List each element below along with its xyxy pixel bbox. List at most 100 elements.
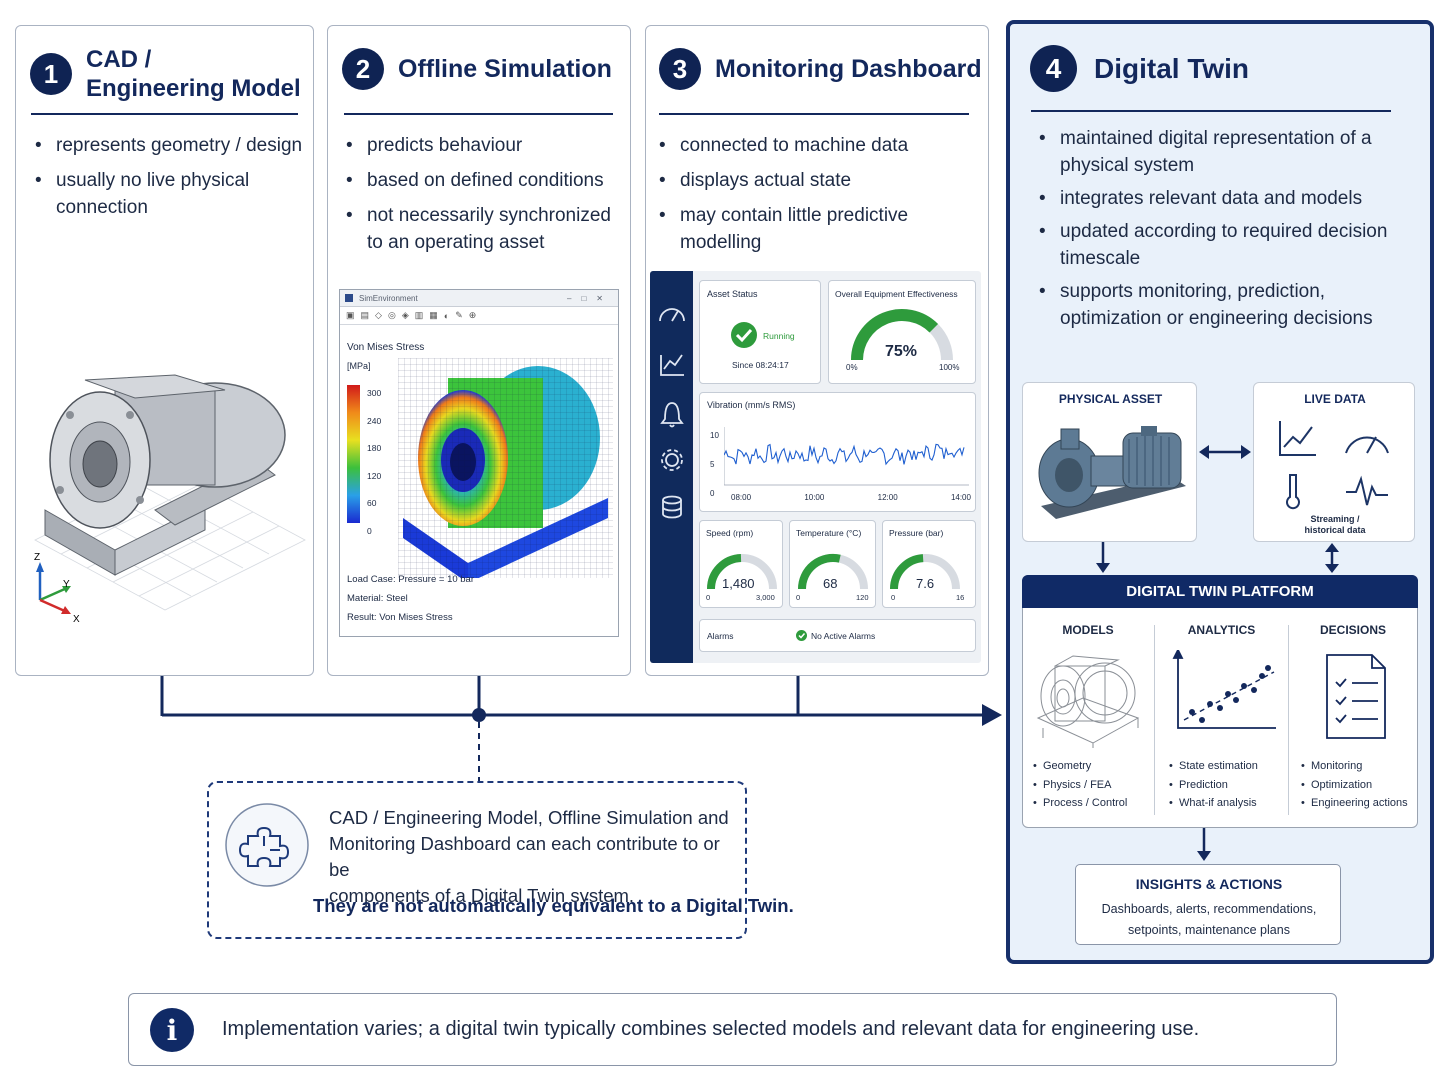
toolbar-icon[interactable]: ◐ [443,310,450,321]
pressure-gauge-fill [890,554,924,590]
waveform-icon [1346,475,1388,506]
speed-value: 1,480 [722,576,755,591]
vibration-line-chart [724,427,969,486]
sim-metadata: Load Case: Pressure = 10 bar Material: S… [347,570,474,627]
list-item: Monitoring [1298,757,1420,776]
column-divider [1154,625,1155,815]
footer-info-box: i Implementation varies; a digital twin … [128,993,1337,1066]
down-arrow [1096,542,1110,573]
bidirectional-arrow [1199,445,1251,459]
gauge-icon[interactable] [659,308,685,322]
insights-card: INSIGHTS & ACTIONS Dashboards, alerts, r… [1075,864,1341,945]
axis-y-label: Y [63,579,70,590]
list-item: updated according to required decision t… [1036,218,1416,272]
list-item: Optimization [1298,776,1420,795]
axis-x-label: X [73,614,80,625]
axis-z-label: Z [34,552,40,563]
step-number-3: 3 [659,48,701,90]
info-icon: i [150,1008,194,1052]
oee-gauge-fill [851,309,939,361]
stress-color-scale [347,385,360,523]
list-item: What-if analysis [1166,794,1290,813]
pump-illustration [1038,426,1186,519]
database-icon[interactable] [662,495,682,505]
toolbar-icon[interactable]: ▣ [346,310,355,320]
bell-icon[interactable] [660,402,684,428]
running-status: Running [763,331,795,341]
speed-gauge [707,554,777,590]
note-box: CAD / Engineering Model, Offline Simulat… [207,781,794,939]
streaming-label: Streaming / historical data [1304,514,1366,535]
list-item: usually no live physical connection [32,167,312,221]
simulation-window: SimEnvironment –□✕ ▣ ▤ ◇ ◎ ◈ ▥ ▦ ◐ ✎ ⊕ Von Mi… [339,289,619,637]
toolbar-icon[interactable]: ▤ [360,310,370,320]
dashboard-screen: Asset Status Running Since 08:24:17 Over… [650,271,981,663]
check-circle-icon [796,630,807,641]
toolbar-icon[interactable]: ✎ [455,310,463,320]
list-item: integrates relevant data and models [1036,185,1416,212]
sim-title: Offline Simulation [398,55,612,83]
step-number-2: 2 [342,48,384,90]
asset-status-card: Asset Status Running Since 08:24:17 [699,280,821,384]
decisions-title: DECISIONS [1319,623,1386,637]
dashboard-sidebar [650,271,693,663]
alarms-card: Alarms No Active Alarms [699,619,976,652]
scale-labels: 300 240 180 120 60 0 [367,388,382,536]
trend-chart-icon [1279,421,1316,456]
cad-header: 1 CAD / Engineering Model [30,45,301,103]
toolbar-icon[interactable]: ▦ [429,310,438,320]
scatter-plot-icon [1172,650,1276,729]
oee-card: Overall Equipment Effectiveness 75% 0% 1… [828,280,976,384]
app-icon [345,294,353,302]
window-toolbar: ▣ ▤ ◇ ◎ ◈ ▥ ▦ ◐ ✎ ⊕ [340,307,618,325]
temperature-gauge-fill [797,554,841,590]
toolbar-icon[interactable]: ⊕ [468,310,477,320]
speed-card: Speed (rpm) 1,480 0 3,000 [699,520,783,608]
twin-divider [1031,110,1391,112]
models-title: MODELS [1062,623,1114,637]
window-controls[interactable]: –□✕ [567,293,613,303]
mon-header: 3 Monitoring Dashboard [659,48,982,90]
cad-bullets: represents geometry / design usually no … [32,132,312,229]
toolbar-icon[interactable]: ◈ [401,310,409,320]
note-text: CAD / Engineering Model, Offline Simulat… [329,807,729,906]
cad-title: CAD / Engineering Model [86,46,301,102]
analytics-list: State estimation Prediction What-if anal… [1166,757,1290,813]
sim-divider [344,113,613,115]
mon-title: Monitoring Dashboard [715,55,982,83]
speed-gauge-fill [707,554,742,590]
connector-lines [160,676,1002,782]
chart-icon[interactable] [660,354,684,376]
column-divider [1288,625,1289,815]
list-item: based on defined conditions [343,167,628,194]
vibration-card: Vibration (mm/s RMS) 10 5 0 08:00 10:00 … [699,392,976,512]
twin-header: 4 Digital Twin [1030,45,1249,92]
wireframe-model-icon [1036,655,1140,748]
twin-bullets: maintained digital representation of a p… [1036,125,1416,338]
sim-bullets: predicts behaviour based on defined cond… [343,132,628,264]
load-case: Load Case: Pressure = 10 bar [347,574,475,585]
pressure-card: Pressure (bar) 7.6 0 16 [882,520,976,608]
pressure-value: 7.6 [916,576,935,591]
list-item: predicts behaviour [343,132,628,159]
toolbar-icon[interactable]: ◇ [375,310,382,320]
gear-icon[interactable] [665,453,679,467]
sim-header: 2 Offline Simulation [342,48,612,90]
check-icon [731,322,757,348]
oee-value: 75% [885,343,918,360]
toolbar-icon[interactable]: ▥ [414,310,424,320]
toolbar-icon[interactable]: ◎ [387,310,396,320]
result-label: Von Mises Stress [347,342,425,353]
mon-bullets: connected to machine data displays actua… [656,132,976,264]
junction-dot [472,708,486,722]
list-item: State estimation [1166,757,1290,776]
list-item: may contain little predictive modelling [656,202,976,256]
note-emphasis: They are not automatically equivalent to… [313,895,794,916]
since-time: Since 08:24:17 [732,360,789,370]
temperature-value: 68 [823,576,838,591]
twin-title: Digital Twin [1094,52,1250,84]
cad-model-illustration: Z Y X [34,374,306,625]
gauge-icon [1345,436,1389,454]
window-titlebar: SimEnvironment –□✕ [340,290,618,307]
material: Material: Steel [347,593,408,604]
